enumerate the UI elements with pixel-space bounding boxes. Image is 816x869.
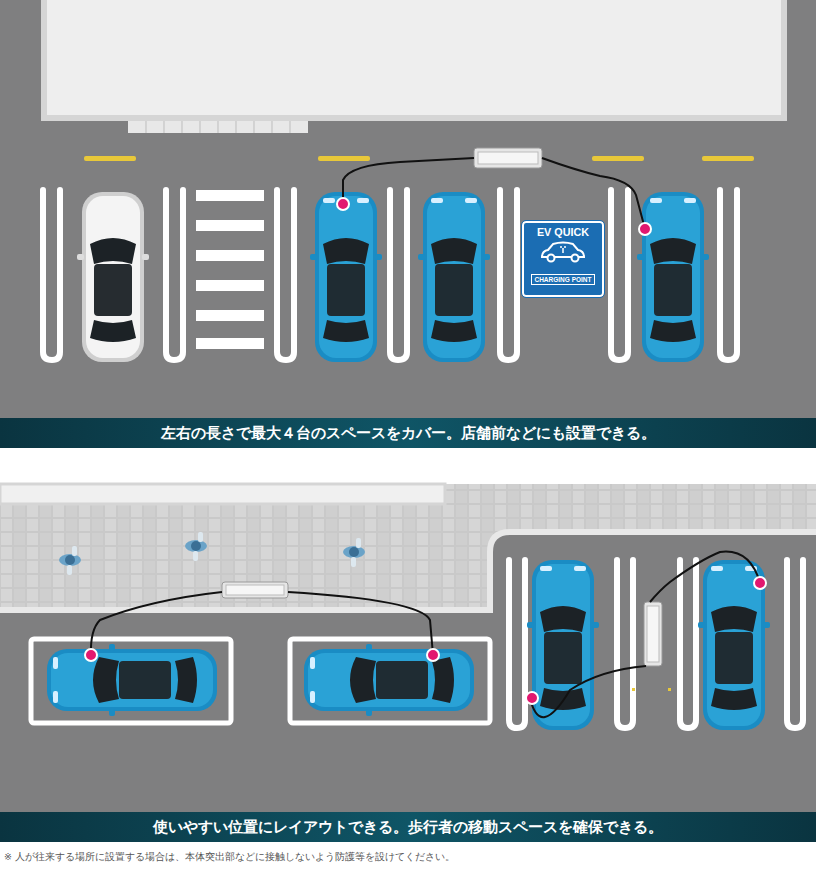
- ev-sign: EV QUICK CHARGING POINT: [522, 221, 604, 297]
- ev-car-icon: [538, 239, 588, 265]
- caption-text: 左右の長さで最大４台のスペースをカバー。店舗前などにも設置できる。: [161, 424, 656, 443]
- caption-text: 使いやすい位置にレイアウトできる。歩行者の移動スペースを確保できる。: [153, 818, 663, 837]
- caption-band: 左右の長さで最大４台のスペースをカバー。店舗前などにも設置できる。: [0, 418, 816, 448]
- footnote: ※ 人が往来する場所に設置する場合は、本体突出部などに接触しないよう防護等を設け…: [4, 851, 455, 864]
- caption-band: 使いやすい位置にレイアウトできる。歩行者の移動スペースを確保できる。: [0, 812, 816, 842]
- sign-title: EV QUICK: [524, 226, 602, 238]
- sign-subtitle: CHARGING POINT: [531, 274, 594, 285]
